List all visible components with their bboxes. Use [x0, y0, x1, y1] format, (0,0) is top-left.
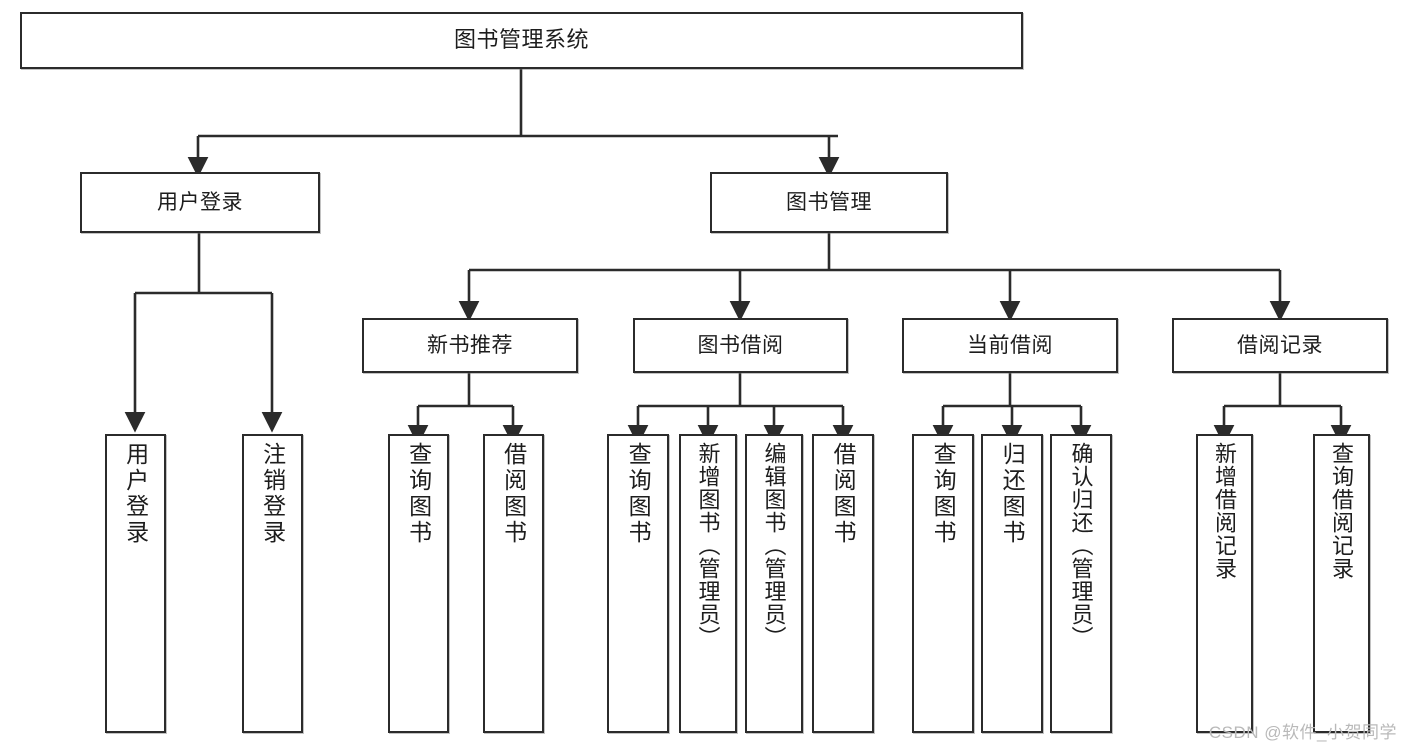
node-current-borrow-label: 当前借阅: [967, 333, 1053, 357]
leaf-borrow-books-borrow-label: 借阅图书: [830, 442, 857, 546]
csdn-watermark: CSDN @软件_小贺同学: [1208, 723, 1397, 742]
node-user-login-label: 用户登录: [157, 190, 243, 214]
leaf-confirm-return-admin[interactable]: 确认归还（管理员）: [1050, 434, 1112, 733]
node-user-login[interactable]: 用户登录: [80, 172, 320, 233]
leaf-borrow-books-borrow[interactable]: 借阅图书: [812, 434, 874, 733]
leaf-add-borrow-record[interactable]: 新增借阅记录: [1196, 434, 1253, 733]
leaf-query-books-newbook[interactable]: 查询图书: [388, 434, 449, 733]
leaf-confirm-return-admin-label: 确认归还（管理员）: [1068, 442, 1094, 649]
node-borrow-records-label: 借阅记录: [1237, 333, 1323, 357]
leaf-add-book-admin[interactable]: 新增图书（管理员）: [679, 434, 737, 733]
leaf-add-borrow-record-label: 新增借阅记录: [1212, 442, 1238, 580]
leaf-add-book-admin-label: 新增图书（管理员）: [695, 442, 721, 649]
node-current-borrow[interactable]: 当前借阅: [902, 318, 1118, 373]
leaf-query-books-current[interactable]: 查询图书: [912, 434, 974, 733]
node-book-borrow[interactable]: 图书借阅: [633, 318, 848, 373]
node-book-borrow-label: 图书借阅: [697, 333, 784, 357]
leaf-query-books-current-label: 查询图书: [930, 442, 957, 546]
leaf-edit-book-admin-label: 编辑图书（管理员）: [761, 442, 787, 649]
leaf-logout-label: 注销登录: [259, 442, 286, 546]
leaf-user-login[interactable]: 用户登录: [105, 434, 166, 733]
leaf-return-books[interactable]: 归还图书: [981, 434, 1043, 733]
leaf-user-login-label: 用户登录: [122, 442, 149, 546]
leaf-query-books-borrow[interactable]: 查询图书: [607, 434, 669, 733]
leaf-query-borrow-record[interactable]: 查询借阅记录: [1313, 434, 1370, 733]
leaf-borrow-books-newbook[interactable]: 借阅图书: [483, 434, 544, 733]
leaf-edit-book-admin[interactable]: 编辑图书（管理员）: [745, 434, 803, 733]
node-new-book-recommend-label: 新书推荐: [427, 333, 513, 357]
node-book-management-label: 图书管理: [786, 190, 872, 214]
leaf-borrow-books-newbook-label: 借阅图书: [500, 442, 527, 546]
node-borrow-records[interactable]: 借阅记录: [1172, 318, 1388, 373]
node-root-label: 图书管理系统: [453, 27, 589, 53]
leaf-query-borrow-record-label: 查询借阅记录: [1329, 442, 1355, 580]
leaf-query-books-newbook-label: 查询图书: [405, 442, 432, 546]
node-new-book-recommend[interactable]: 新书推荐: [362, 318, 578, 373]
leaf-logout[interactable]: 注销登录: [242, 434, 303, 733]
node-root[interactable]: 图书管理系统: [20, 12, 1023, 69]
leaf-return-books-label: 归还图书: [999, 442, 1026, 546]
leaf-query-books-borrow-label: 查询图书: [625, 442, 652, 546]
node-book-management[interactable]: 图书管理: [710, 172, 948, 233]
